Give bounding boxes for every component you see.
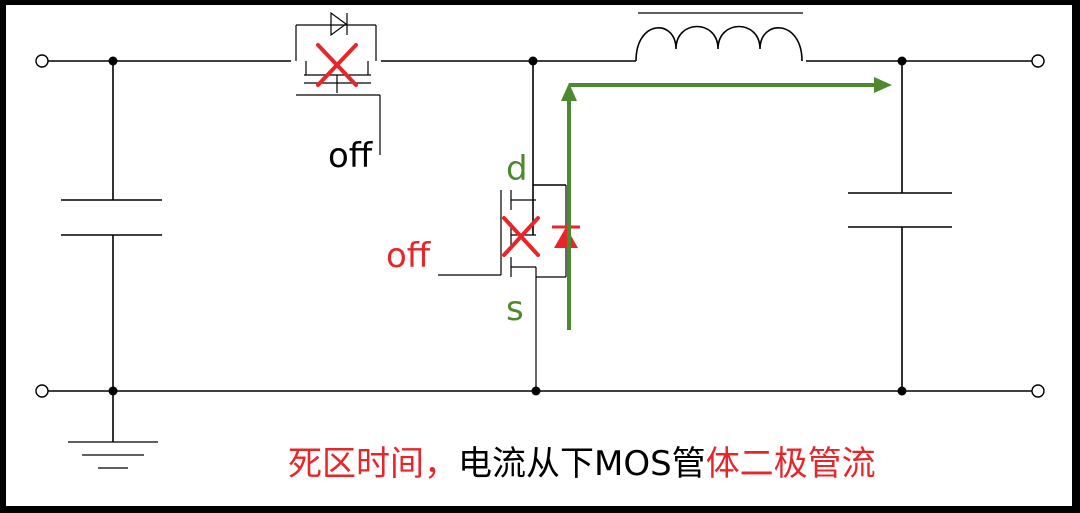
diagram-caption: 死区时间，电流从下MOS管体二极管流 (288, 444, 876, 484)
bottom-mosfet (438, 61, 580, 391)
diagram-canvas: off off d s 死区时间，电流从下MOS管体二极管流 (6, 5, 1072, 506)
buck-circuit-diagram: off off d s 死区时间，电流从下MOS管体二极管流 (35, 11, 1045, 484)
caption-part-body-diode: 体二极管流 (706, 444, 876, 484)
input-terminal-bottom (35, 384, 49, 398)
top-mosfet (295, 11, 381, 155)
source-label: s (506, 289, 524, 329)
drain-label: d (506, 149, 528, 189)
bottom-switch-state-label: off (386, 236, 432, 276)
bottom-body-diode (554, 227, 578, 248)
output-terminal-top (1031, 54, 1045, 68)
output-terminal-bottom (1031, 384, 1045, 398)
input-capacitor (61, 61, 162, 391)
current-flow-arrow (561, 77, 892, 330)
top-switch-state-label: off (328, 136, 374, 176)
output-capacitor (848, 61, 952, 391)
caption-part-current-path: 电流从下MOS管 (458, 444, 706, 484)
top-body-diode (330, 11, 348, 37)
inductor (635, 12, 803, 62)
ground-symbol (68, 391, 158, 469)
caption-part-dead-time: 死区时间， (288, 444, 458, 484)
input-terminal-top (35, 54, 49, 68)
